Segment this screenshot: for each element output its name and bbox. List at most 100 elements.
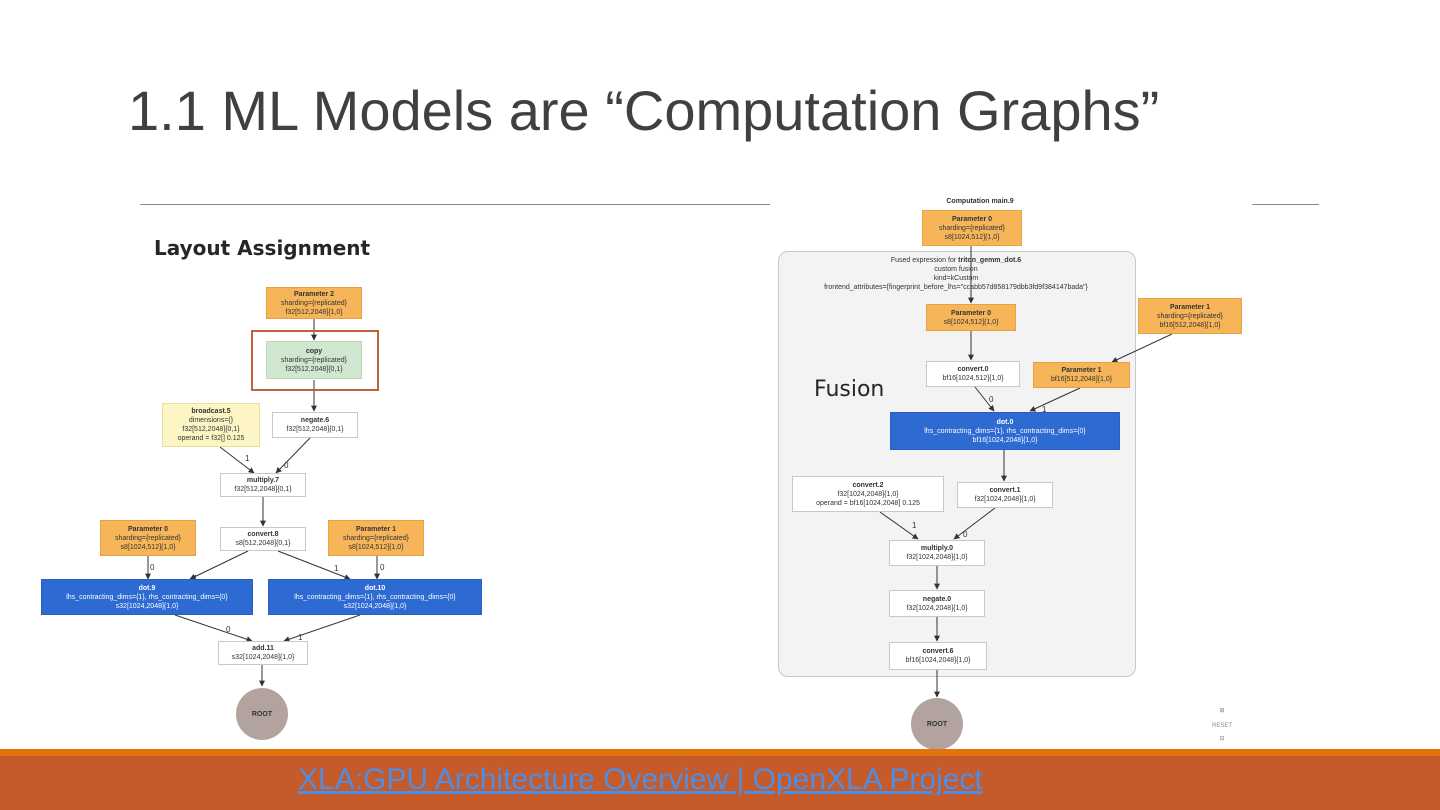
- node-title: convert.0: [957, 366, 989, 373]
- node-line: s8[1024,512]{1,0}: [348, 543, 404, 551]
- node-dot-0[interactable]: dot.0 lhs_contracting_dims={1}, rhs_cont…: [890, 412, 1120, 450]
- right-graph-heading: Fusion: [814, 377, 885, 402]
- node-line: s8[1024,512]{1,0}: [943, 318, 999, 326]
- edge-label: 0: [284, 461, 289, 470]
- node-parameter-0[interactable]: Parameter 0 sharding={replicated} s8[102…: [100, 520, 196, 556]
- node-line: f32[512,2048]{1,0}: [285, 308, 343, 316]
- node-title: dot.10: [364, 584, 386, 592]
- node-dot-9[interactable]: dot.9 lhs_contracting_dims={1}, rhs_cont…: [41, 579, 253, 615]
- computation-title-text: Computation main.9: [946, 197, 1014, 205]
- node-line: s32[1024,2048]{1,0}: [343, 602, 407, 610]
- node-title: multiply.0: [920, 545, 954, 552]
- node-convert-0[interactable]: convert.0 bf16[1024,512]{1,0}: [926, 361, 1020, 387]
- node-line: f32[512,2048]{0,1}: [182, 426, 240, 433]
- edge-label: 0: [989, 395, 994, 404]
- edge-label: 1: [193, 574, 198, 583]
- edge-label: 1: [912, 521, 917, 530]
- node-line: f32[1024,2048]{1,0}: [974, 496, 1036, 503]
- edge-label: 1: [298, 633, 303, 642]
- node-convert-6[interactable]: convert.6 bf16[1024,2048]{1,0}: [889, 642, 987, 670]
- node-line: s8[512,2048]{0,1}: [235, 540, 291, 547]
- node-outer-parameter-1[interactable]: Parameter 1 sharding={replicated} bf16[5…: [1138, 298, 1242, 334]
- node-dot-10[interactable]: dot.10 lhs_contracting_dims={1}, rhs_con…: [268, 579, 482, 615]
- computation-title: Computation main.9: [920, 195, 1040, 207]
- node-convert-8[interactable]: convert.8 s8[512,2048]{0,1}: [220, 527, 306, 551]
- node-line: f32[1024,2048]{1,0}: [906, 554, 968, 561]
- node-line: bf16[1024,2048]{1,0}: [972, 436, 1038, 444]
- fused-label-line3: kind=kCustom: [933, 275, 979, 282]
- node-line: s8[1024,512]{1,0}: [120, 543, 176, 551]
- node-line: s8[1024,512]{1,0}: [944, 233, 1000, 241]
- node-title: dot.0: [996, 418, 1014, 426]
- fused-label-prefix: Fused expression for: [890, 257, 959, 264]
- edge-label: 1: [334, 564, 339, 573]
- edge-label: 0: [226, 625, 231, 634]
- edge-label: 1: [245, 454, 250, 463]
- edge-label: 0: [380, 563, 385, 572]
- node-line: sharding={replicated}: [1157, 312, 1223, 320]
- node-parameter-1[interactable]: Parameter 1 sharding={replicated} s8[102…: [328, 520, 424, 556]
- node-parameter-1[interactable]: Parameter 1 bf16[512,2048]{1,0}: [1033, 362, 1130, 388]
- node-title: multiply.7: [246, 477, 280, 484]
- edge-label: 0: [963, 530, 968, 539]
- node-line: operand = bf16[1024,2048] 0.125: [816, 499, 920, 507]
- zoom-out-button[interactable]: ⊟: [1219, 736, 1225, 742]
- node-multiply-0[interactable]: multiply.0 f32[1024,2048]{1,0}: [889, 540, 985, 566]
- node-title: Parameter 0: [951, 215, 993, 223]
- node-title: copy: [305, 347, 323, 355]
- node-line: lhs_contracting_dims={1}, rhs_contractin…: [66, 593, 228, 601]
- footer-bar: [0, 756, 1440, 810]
- zoom-in-button[interactable]: ⊞: [1219, 708, 1225, 714]
- node-convert-1[interactable]: convert.1 f32[1024,2048]{1,0}: [957, 482, 1053, 508]
- node-multiply-7[interactable]: multiply.7 f32[512,2048]{0,1}: [220, 473, 306, 497]
- node-line: bf16[1024,512]{1,0}: [942, 375, 1004, 382]
- footer-source-link[interactable]: XLA:GPU Architecture Overview | OpenXLA …: [298, 763, 983, 796]
- node-line: f32[512,2048]{0,1}: [234, 486, 292, 493]
- node-line: f32[1024,2048]{1,0}: [837, 490, 899, 498]
- node-title: Parameter 0: [950, 309, 992, 317]
- node-line: operand = f32[] 0.125: [177, 435, 245, 442]
- node-negate-6[interactable]: negate.6 f32[512,2048]{0,1}: [272, 412, 358, 438]
- reset-button[interactable]: RESET: [1211, 723, 1232, 729]
- node-title: convert.1: [989, 487, 1021, 494]
- node-root[interactable]: ROOT: [911, 698, 963, 750]
- node-line: sharding={replicated}: [281, 356, 347, 364]
- node-title: broadcast.5: [191, 408, 231, 415]
- node-broadcast-5[interactable]: broadcast.5 dimensions={} f32[512,2048]{…: [162, 403, 260, 447]
- node-title: convert.8: [247, 531, 279, 538]
- node-line: f32[1024,2048]{1,0}: [906, 604, 968, 612]
- node-title: Parameter 1: [1061, 367, 1102, 374]
- title-divider-right: [1252, 204, 1319, 205]
- fused-label-name: triton_gemm_dot.6: [958, 257, 1022, 264]
- node-line: f32[512,2048]{0,1}: [285, 365, 343, 373]
- node-line: sharding={replicated}: [281, 299, 347, 307]
- edge-label: 0: [150, 563, 155, 572]
- left-graph-heading: Layout Assignment: [154, 236, 371, 260]
- node-title: convert.6: [922, 648, 954, 655]
- node-line: s32[1024,2048]{1,0}: [115, 602, 179, 610]
- slide-title: 1.1 ML Models are “Computation Graphs”: [128, 79, 1160, 142]
- node-negate-0[interactable]: negate.0 f32[1024,2048]{1,0}: [889, 590, 985, 617]
- node-title: Parameter 1: [355, 525, 397, 533]
- node-outer-parameter-0[interactable]: Parameter 0 sharding={replicated} s8[102…: [922, 210, 1022, 246]
- node-convert-2[interactable]: convert.2 f32[1024,2048]{1,0} operand = …: [792, 476, 944, 512]
- fused-expression-label: Fused expression for triton_gemm_dot.6 c…: [780, 254, 1132, 294]
- node-title: convert.2: [852, 481, 884, 489]
- node-copy[interactable]: copy sharding={replicated} f32[512,2048]…: [266, 341, 362, 379]
- node-line: bf16[1024,2048]{1,0}: [905, 657, 971, 664]
- node-title: add.11: [252, 645, 274, 652]
- node-line: bf16[512,2048]{1,0}: [1050, 376, 1113, 383]
- node-parameter-2[interactable]: Parameter 2 sharding={replicated} f32[51…: [266, 287, 362, 319]
- node-root[interactable]: ROOT: [236, 688, 288, 740]
- node-parameter-0[interactable]: Parameter 0 s8[1024,512]{1,0}: [926, 304, 1016, 331]
- node-add-11[interactable]: add.11 s32[1024,2048]{1,0}: [218, 641, 308, 665]
- node-line: f32[512,2048]{0,1}: [286, 426, 344, 433]
- node-line: bf16[512,2048]{1,0}: [1159, 321, 1221, 329]
- fused-label-line2: custom fusion: [934, 266, 978, 273]
- node-line: dimensions={}: [188, 417, 234, 424]
- node-line: sharding={replicated}: [939, 224, 1005, 232]
- node-title: Parameter 1: [1169, 303, 1211, 311]
- node-title: dot.9: [138, 584, 156, 592]
